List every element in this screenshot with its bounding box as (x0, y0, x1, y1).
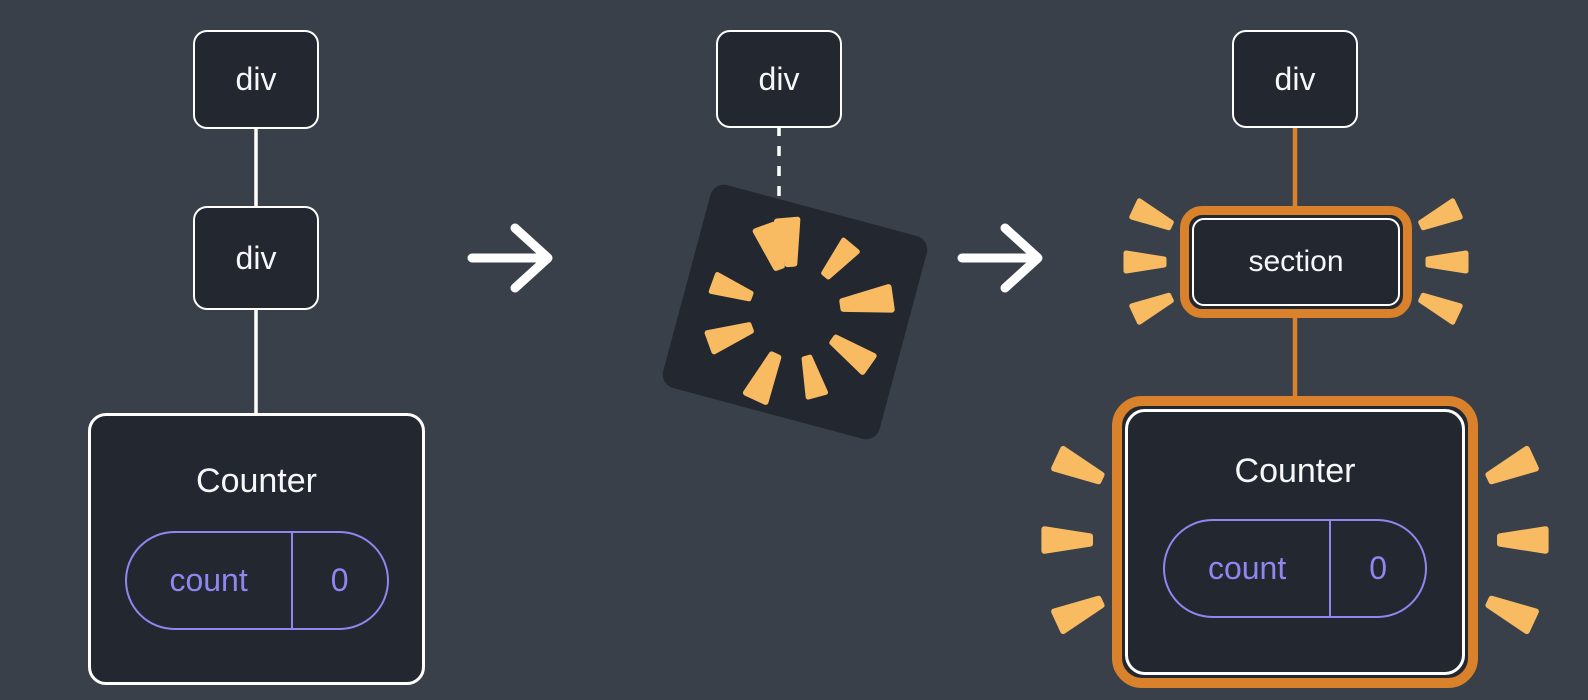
arrow-right-icon (957, 223, 1043, 293)
destroyed-node (662, 184, 928, 440)
spark-icon (746, 351, 785, 401)
spark-icon (1126, 253, 1164, 271)
node-label: div (1274, 60, 1316, 97)
spark-icon (1044, 529, 1090, 551)
spark-icon (1500, 529, 1546, 551)
spark-icon (1132, 201, 1174, 233)
spark-icon (1485, 592, 1535, 631)
tree-node-div-root-after: div (1232, 30, 1358, 128)
spark-icon (1418, 201, 1460, 233)
spark-icon (1485, 449, 1535, 488)
state-badge: count 0 (124, 531, 389, 630)
component-title: Counter (196, 462, 317, 500)
spark-icon (828, 332, 874, 372)
state-badge: count 0 (1163, 519, 1427, 618)
node-label: div (235, 61, 277, 97)
spark-icon (707, 319, 753, 352)
state-value: 0 (330, 562, 349, 598)
node-label: div (758, 60, 800, 97)
spark-icon (841, 287, 891, 316)
spark-icon (1054, 592, 1104, 631)
counter-component-highlighted: Counter count 0 (1112, 396, 1478, 688)
arrow-right-icon (467, 223, 553, 293)
tree-node-div-root-transition: div (716, 30, 842, 128)
spark-icon (1428, 253, 1466, 271)
tree-node-div-root-before: div (193, 30, 319, 129)
counter-component-before: Counter count 0 (88, 413, 425, 685)
state-key: count (1165, 521, 1332, 616)
spark-icon (1418, 290, 1460, 322)
tree-node-div-child-before: div (193, 206, 319, 310)
component-title: Counter (1234, 452, 1356, 490)
state-key: count (127, 533, 293, 628)
spark-icon (755, 224, 788, 270)
spark-burst-icon (707, 220, 891, 402)
section-node-highlighted: section (1180, 206, 1412, 318)
node-label: section (1248, 245, 1344, 278)
spark-icon (711, 275, 753, 305)
spark-icon (1054, 449, 1104, 488)
spark-icon (1132, 290, 1174, 322)
node-label: div (235, 239, 277, 276)
spark-icon (798, 356, 825, 397)
state-value: 0 (1369, 550, 1387, 586)
spark-icon (777, 220, 801, 265)
spark-icon (819, 240, 857, 281)
